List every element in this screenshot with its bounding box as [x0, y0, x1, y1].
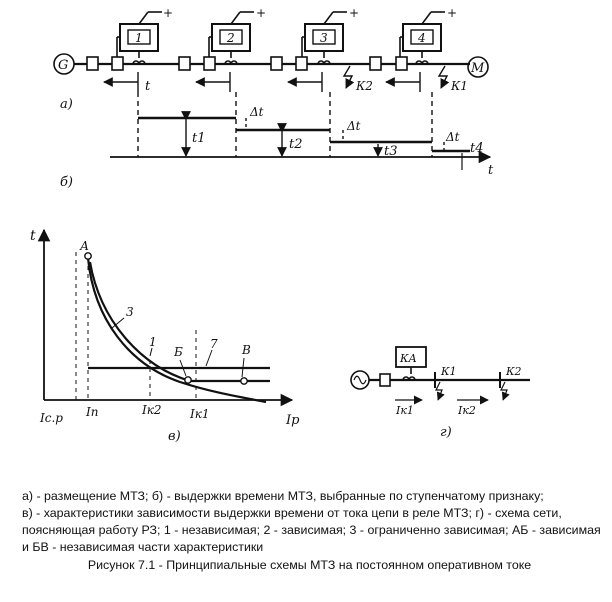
- fault-k1-label: К1: [450, 79, 468, 93]
- node-k1-label: К1: [440, 365, 457, 378]
- motor-label: М: [470, 61, 485, 76]
- plus-sign-1: +: [163, 6, 173, 20]
- relay-2-label: 2: [226, 31, 235, 45]
- panel-b-label: б): [60, 175, 73, 190]
- delta-t-1: Δt: [249, 105, 264, 119]
- relay-1: [116, 11, 162, 65]
- caption-line-4: и БВ - независимая части характеристики: [22, 540, 264, 554]
- diagram-g-network: [350, 346, 530, 405]
- point-b: [184, 376, 192, 384]
- t2-label: t2: [289, 137, 303, 152]
- relay-2: [208, 11, 254, 65]
- x-tick-ik1: Iк1: [189, 407, 210, 421]
- x-tick-isr: Iс.р: [39, 411, 63, 425]
- diagram-g-labels: КА К1 К2 Iк1 Iк2 г): [395, 352, 522, 440]
- figure-title: Рисунок 7.1 - Принципиальные схемы МТЗ н…: [87, 558, 532, 572]
- t4-label: t4: [470, 141, 484, 156]
- current-ik2-label: Iк2: [457, 404, 476, 417]
- caption-line-2: в) - характеристики зависимости выдержки…: [22, 506, 562, 520]
- relay-ka-label: КА: [399, 352, 417, 365]
- relay-1-label: 1: [135, 31, 143, 45]
- chart-x-label: Iр: [285, 413, 300, 428]
- panel-a-label: а): [60, 97, 73, 112]
- panel-v-label: в): [168, 429, 181, 444]
- delta-t-3: Δt: [445, 130, 460, 144]
- generator-label: G: [58, 58, 68, 73]
- node-k2-label: К2: [505, 365, 522, 378]
- chart-v-characteristics: [37, 228, 294, 407]
- time-axis-label: t: [488, 163, 494, 178]
- diagram-a-labels: G М 1 2 3 4 + + + + t К2 К1 а): [58, 6, 485, 112]
- chart-y-label: t: [30, 228, 36, 244]
- current-ik1-label: Iк1: [395, 404, 414, 417]
- time-mark-label: t: [145, 79, 151, 94]
- point-b-label: Б: [173, 345, 183, 359]
- point-a: [84, 252, 92, 260]
- caption-line-3: поясняющая работу РЗ; 1 - независимая; 2…: [22, 523, 601, 537]
- fault-k2-symbol: [342, 65, 355, 89]
- x-tick-in: Iп: [85, 405, 98, 419]
- t3-label: t3: [384, 144, 398, 159]
- point-v-label: В: [241, 343, 251, 357]
- relay-3: [301, 11, 347, 65]
- curve-label-7: 7: [210, 337, 218, 351]
- relay-4-label: 4: [417, 31, 426, 45]
- plus-sign-4: +: [447, 6, 457, 20]
- relay-3-label: 3: [320, 31, 328, 45]
- point-a-label: А: [79, 239, 89, 253]
- fault-k1-symbol: [437, 65, 450, 89]
- chart-v-labels: t Iр Iс.р Iп Iк2 Iк1 1 3 7 А Б В в): [30, 228, 300, 444]
- point-v: [240, 377, 248, 385]
- diagram-b-time-steps: [110, 92, 492, 170]
- delta-t-2: Δt: [346, 119, 361, 133]
- figure-schematics: G М 1 2 3 4 + + + + t К2 К1 а) t1: [30, 6, 530, 444]
- diagram-b-labels: t1 t2 t3 t4 Δt Δt Δt t б): [60, 105, 494, 190]
- fault-k2-label: К2: [355, 79, 373, 93]
- caption-line-1: а) - размещение МТЗ; б) - выдержки време…: [22, 489, 544, 503]
- diagram-a-placement: [53, 11, 489, 92]
- curve-dependent: [86, 257, 267, 404]
- relay-4: [399, 11, 445, 65]
- motor-symbol: [467, 56, 489, 78]
- plus-sign-2: +: [256, 6, 266, 20]
- curve-label-1: 1: [149, 335, 157, 349]
- curve-label-3: 3: [126, 305, 134, 319]
- plus-sign-3: +: [349, 6, 359, 20]
- t1-label: t1: [192, 131, 206, 146]
- panel-g-label: г): [440, 425, 452, 440]
- curve-limited-dependent: [88, 261, 270, 383]
- x-tick-ik2: Iк2: [141, 403, 162, 417]
